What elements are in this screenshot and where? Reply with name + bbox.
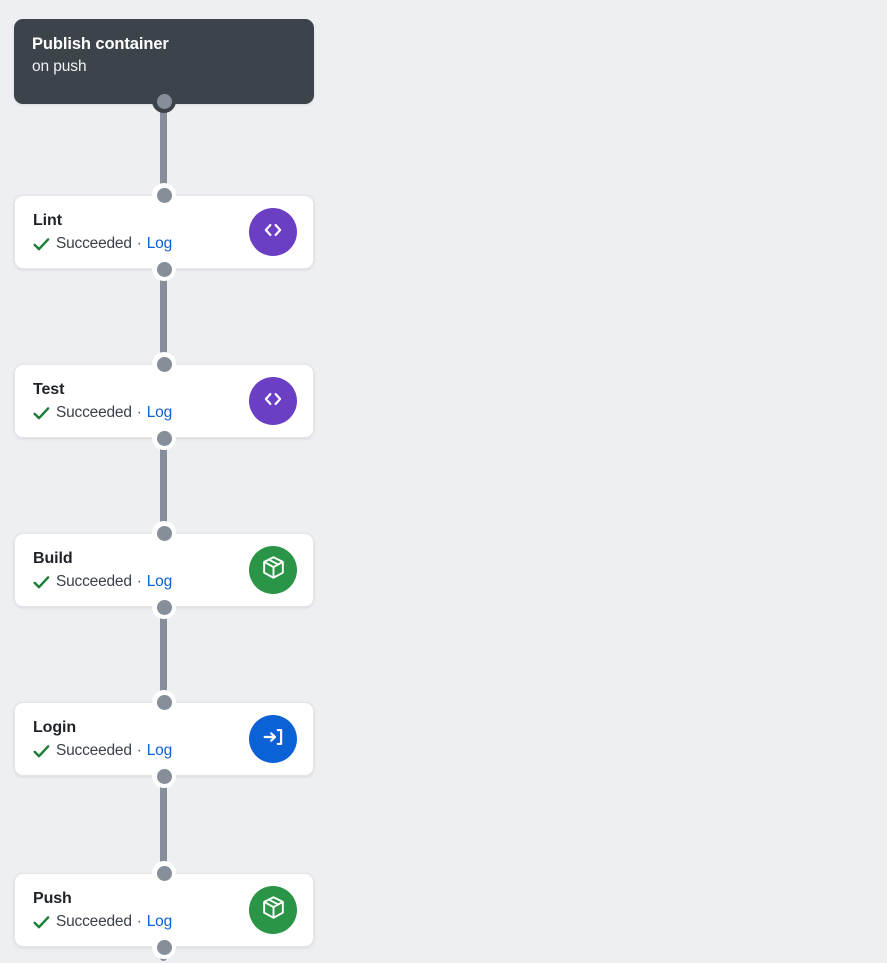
connector-dot-test-bottom bbox=[152, 426, 176, 450]
check-icon bbox=[33, 743, 50, 760]
connector-dot-push-top bbox=[152, 861, 176, 885]
job-log-link[interactable]: Log bbox=[146, 912, 172, 930]
trigger-subtitle: on push bbox=[32, 58, 87, 75]
connector-dot-lint-top bbox=[152, 183, 176, 207]
job-title: Test bbox=[33, 380, 65, 398]
job-title: Login bbox=[33, 718, 77, 736]
package-box-icon bbox=[260, 554, 287, 586]
job-text-block: Build Succeeded · Log bbox=[33, 548, 172, 593]
package-box-icon bbox=[260, 894, 287, 926]
check-icon bbox=[33, 914, 50, 931]
job-log-link[interactable]: Log bbox=[146, 234, 172, 252]
code-brackets-icon bbox=[260, 217, 286, 248]
status-separator: · bbox=[136, 572, 142, 590]
job-text-block: Push Succeeded · Log bbox=[33, 888, 172, 933]
status-separator: · bbox=[136, 403, 142, 421]
connector-dot-login-bottom bbox=[152, 764, 176, 788]
connector-dot-trigger-bottom bbox=[152, 89, 176, 113]
connector-dot-build-bottom bbox=[152, 595, 176, 619]
job-text-block: Lint Succeeded · Log bbox=[33, 210, 172, 255]
job-status-label: Succeeded bbox=[56, 572, 132, 590]
job-status-label: Succeeded bbox=[56, 234, 132, 252]
sign-in-icon bbox=[260, 724, 286, 755]
job-status-row: Succeeded · Log bbox=[33, 571, 172, 593]
job-status-row: Succeeded · Log bbox=[33, 402, 172, 424]
trigger-title: Publish container bbox=[32, 35, 169, 53]
job-log-link[interactable]: Log bbox=[146, 741, 172, 759]
connector-dot-build-top bbox=[152, 521, 176, 545]
connector-dot-push-bottom bbox=[152, 935, 176, 959]
connector-dot-test-top bbox=[152, 352, 176, 376]
job-node-push[interactable]: Push Succeeded · Log bbox=[14, 873, 314, 947]
job-type-badge-login bbox=[249, 715, 297, 763]
job-title: Build bbox=[33, 549, 73, 567]
job-title: Push bbox=[33, 889, 72, 907]
job-title: Lint bbox=[33, 211, 62, 229]
connector-dot-lint-bottom bbox=[152, 257, 176, 281]
job-type-badge-package bbox=[249, 546, 297, 594]
job-status-row: Succeeded · Log bbox=[33, 911, 172, 933]
job-status-label: Succeeded bbox=[56, 912, 132, 930]
check-icon bbox=[33, 236, 50, 253]
job-type-badge-code bbox=[249, 208, 297, 256]
check-icon bbox=[33, 574, 50, 591]
job-log-link[interactable]: Log bbox=[146, 403, 172, 421]
connector-dot-login-top bbox=[152, 690, 176, 714]
job-log-link[interactable]: Log bbox=[146, 572, 172, 590]
check-icon bbox=[33, 405, 50, 422]
job-status-row: Succeeded · Log bbox=[33, 233, 172, 255]
job-status-row: Succeeded · Log bbox=[33, 740, 172, 762]
job-type-badge-package bbox=[249, 886, 297, 934]
job-text-block: Login Succeeded · Log bbox=[33, 717, 172, 762]
job-status-label: Succeeded bbox=[56, 741, 132, 759]
job-status-label: Succeeded bbox=[56, 403, 132, 421]
code-brackets-icon bbox=[260, 386, 286, 417]
job-type-badge-code bbox=[249, 377, 297, 425]
status-separator: · bbox=[136, 741, 142, 759]
status-separator: · bbox=[136, 234, 142, 252]
job-text-block: Test Succeeded · Log bbox=[33, 379, 172, 424]
status-separator: · bbox=[136, 912, 142, 930]
